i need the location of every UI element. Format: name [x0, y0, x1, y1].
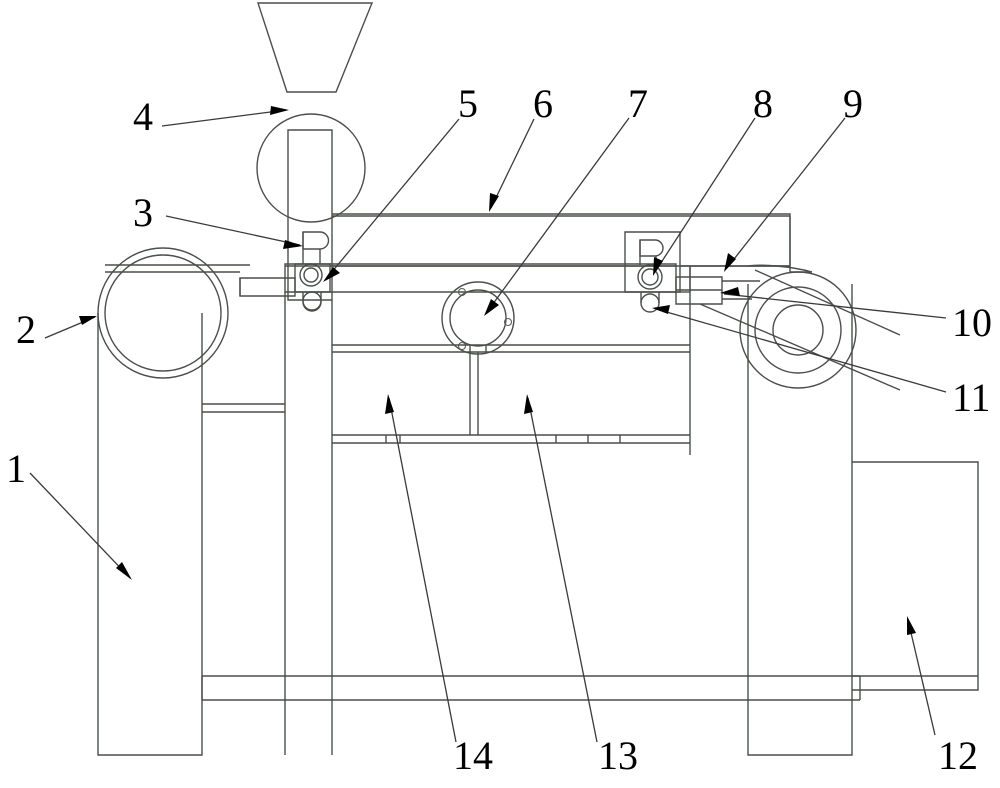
leader-6	[489, 118, 535, 212]
leader-2	[44, 316, 97, 339]
right-conveyor-belt	[699, 264, 901, 756]
left-conveyor-belt	[97, 264, 285, 756]
callout-label-3: 3	[133, 190, 153, 235]
left-pulley	[97, 247, 229, 379]
leader-13	[524, 394, 598, 743]
callout-label-10: 10	[952, 300, 992, 345]
callout-label-11: 11	[952, 375, 991, 420]
right-pulley	[739, 271, 857, 389]
chamber-assembly	[332, 344, 690, 444]
leader-1	[29, 472, 132, 580]
callout-label-9: 9	[843, 81, 863, 126]
leader-9	[724, 117, 846, 272]
callout-label-5: 5	[458, 81, 478, 126]
callout-label-2: 2	[16, 307, 36, 352]
left-slider-tab	[239, 277, 296, 297]
left-frame-column	[284, 292, 333, 755]
center-flange-disc	[441, 281, 515, 355]
callout-label-13: 13	[598, 733, 638, 778]
top-panel-right-extension	[789, 216, 812, 273]
leader-11	[652, 305, 947, 393]
leader-5	[323, 118, 460, 282]
leader-12	[907, 616, 936, 736]
leader-14	[385, 394, 457, 743]
callout-label-7: 7	[628, 81, 648, 126]
callout-label-4: 4	[133, 94, 153, 139]
callout-label-14: 14	[453, 733, 493, 778]
callout-label-1: 1	[6, 446, 26, 491]
leader-10	[720, 287, 947, 319]
horizontal-slider-rail	[284, 263, 677, 293]
callout-label-6: 6	[533, 81, 553, 126]
leader-3	[165, 215, 303, 249]
hopper-roller	[256, 113, 366, 223]
callout-label-12: 12	[938, 733, 978, 778]
leader-7	[484, 117, 630, 316]
feed-hopper	[257, 2, 374, 93]
leader-8	[653, 117, 756, 276]
leader-4	[161, 106, 289, 127]
base-cross-bar	[201, 675, 861, 701]
right-slider-block	[624, 231, 681, 313]
callout-label-8: 8	[753, 81, 773, 126]
top-housing-panel	[332, 213, 791, 267]
left-slider-block	[294, 231, 331, 312]
discharge-box	[852, 461, 979, 691]
